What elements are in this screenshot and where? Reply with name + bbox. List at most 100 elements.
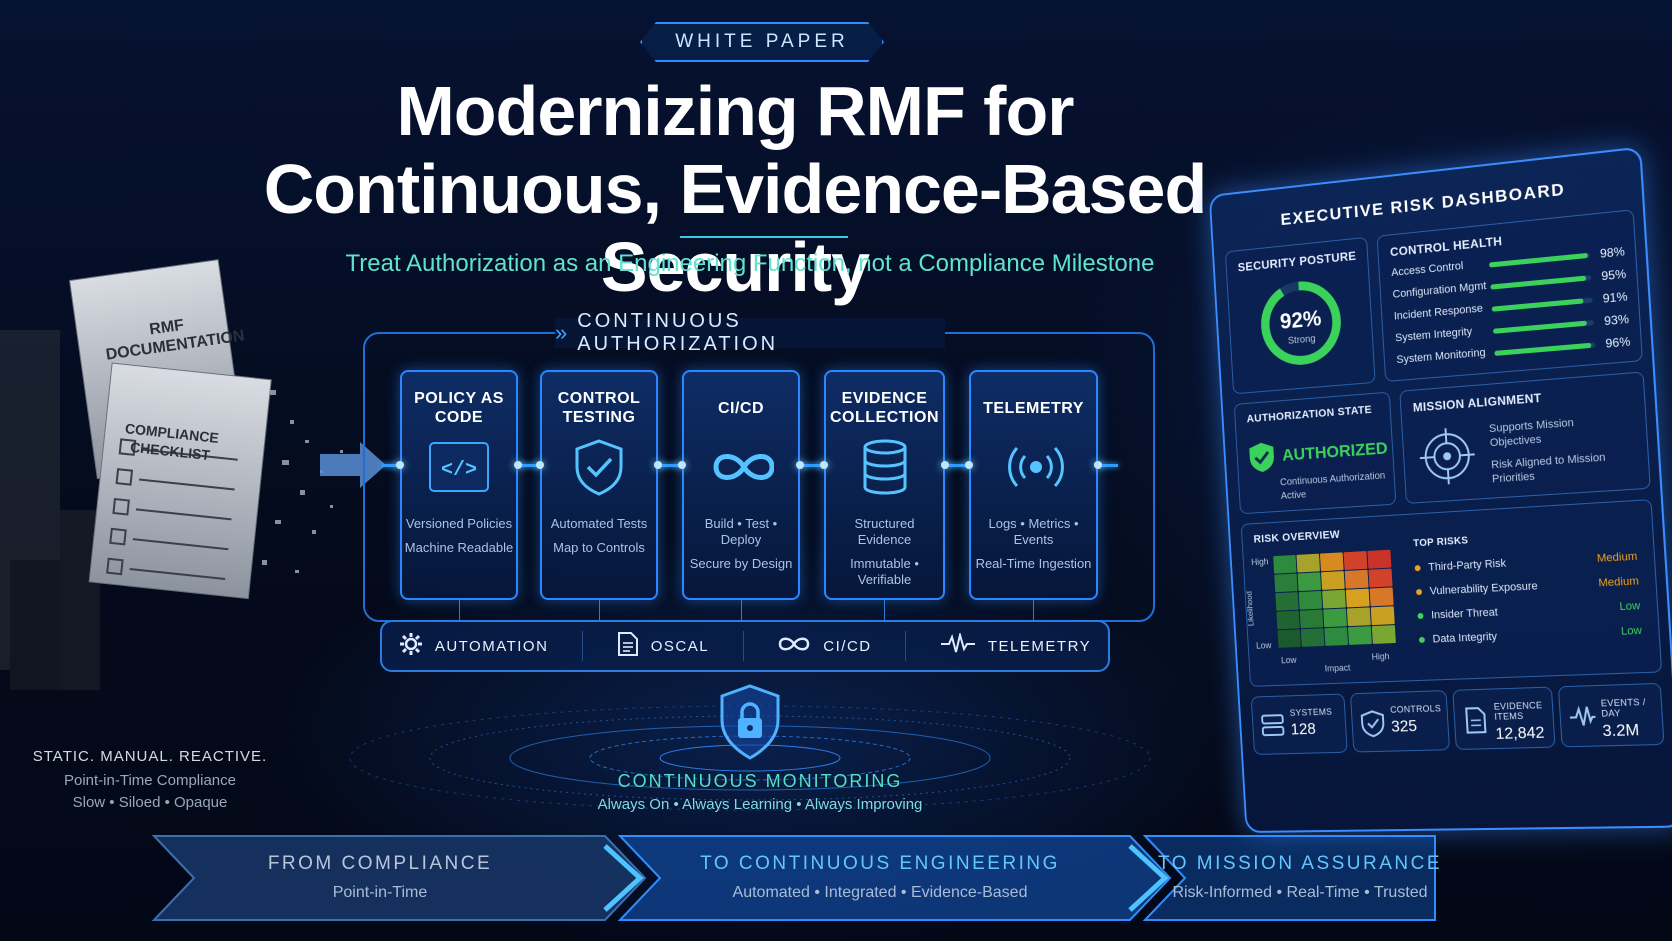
kpi-label: SYSTEMS xyxy=(1289,706,1333,718)
page-subtitle: Treat Authorization as an Engineering Fu… xyxy=(345,250,1155,277)
control-pct: 93% xyxy=(1603,311,1630,329)
stage-ci-cd[interactable]: CI/CD Build • Test • Deploy Secure by De… xyxy=(682,370,800,600)
document-icon xyxy=(1462,706,1491,735)
legacy-caption: STATIC. MANUAL. REACTIVE. Point-in-Time … xyxy=(20,748,280,811)
monitoring-title: CONTINUOUS MONITORING xyxy=(617,771,903,791)
mission-line-1a: Supports Mission xyxy=(1488,416,1575,436)
heatmap-y-axis-label: Likelihood xyxy=(1245,590,1256,627)
security-posture-panel[interactable]: SECURITY POSTURE 92% Strong xyxy=(1224,236,1376,395)
risk-dot xyxy=(1417,612,1424,620)
auth-detail-2: Active xyxy=(1280,489,1307,502)
tool-ci-cd[interactable]: CI/CD xyxy=(777,635,871,657)
connector-dot xyxy=(941,461,949,469)
authorization-state-panel[interactable]: AUTHORIZATION STATE AUTHORIZED Continuou… xyxy=(1233,391,1397,515)
control-pct: 95% xyxy=(1600,266,1627,284)
tool-label: OSCAL xyxy=(650,637,710,655)
connector-dot xyxy=(536,461,544,469)
divider xyxy=(905,631,907,661)
shield-check-icon xyxy=(1248,441,1275,473)
risk-dot xyxy=(1414,565,1421,572)
continuous-authorization-heading: » CONTINUOUS AUTHORIZATION xyxy=(555,310,945,355)
heatmap-cell xyxy=(1324,627,1349,646)
stage-title: EVIDENCE COLLECTION xyxy=(830,390,939,426)
risk-level: Low xyxy=(1620,624,1643,638)
tooling-bar: AUTOMATION OSCAL CI/CD TELEMETRY xyxy=(380,620,1110,672)
double-chevron-icon: » xyxy=(555,320,567,345)
stage-telemetry[interactable]: TELEMETRY Logs • Metrics • Events Real-T… xyxy=(969,370,1098,600)
document-icon xyxy=(617,631,639,661)
panel-title: MISSION ALIGNMENT xyxy=(1412,390,1542,415)
mission-alignment-panel[interactable]: MISSION ALIGNMENT Supports Mission Objec… xyxy=(1399,371,1651,504)
tool-oscal[interactable]: OSCAL xyxy=(617,631,709,661)
auth-detail-1: Continuous Authorization xyxy=(1279,470,1386,489)
stage-line-1: Logs • Metrics • Events xyxy=(988,516,1079,547)
heatmap-cell xyxy=(1277,629,1301,648)
stage-title: POLICY AS CODE xyxy=(414,390,504,426)
heatmap-cell xyxy=(1344,569,1369,589)
control-pct: 96% xyxy=(1605,334,1631,351)
panel-title: RISK OVERVIEW xyxy=(1253,528,1341,546)
heatmap-cell xyxy=(1345,588,1370,608)
tool-automation[interactable]: AUTOMATION xyxy=(399,632,549,660)
legacy-caption-title: STATIC. MANUAL. REACTIVE. xyxy=(32,748,268,765)
pulse-icon xyxy=(1568,702,1598,731)
connector xyxy=(945,464,969,467)
risk-name: Insider Threat xyxy=(1430,606,1499,622)
banner-sub: Point-in-Time xyxy=(332,883,428,901)
drop-line xyxy=(884,600,885,620)
banner-sub: Risk-Informed • Real-Time • Trusted xyxy=(1172,883,1428,901)
risk-dot xyxy=(1418,636,1426,644)
control-bar xyxy=(1491,297,1593,312)
risk-overview-panel[interactable]: RISK OVERVIEW High Likelihood Low Low Im… xyxy=(1240,499,1663,687)
kpi-value: 12,842 xyxy=(1494,724,1546,743)
control-bar-fill xyxy=(1494,342,1592,356)
drop-line xyxy=(1033,600,1034,620)
svg-text:</>: </> xyxy=(441,459,477,482)
stage-line-2: Immutable • Verifiable xyxy=(850,556,919,587)
database-icon xyxy=(852,438,918,496)
continuous-authorization-title: CONTINUOUS AUTHORIZATION xyxy=(577,310,779,355)
tool-label: TELEMETRY xyxy=(987,637,1092,655)
title-line-1: Modernizing RMF for xyxy=(396,72,1074,150)
shield-check-icon xyxy=(566,438,632,496)
stage-control-testing[interactable]: CONTROL TESTING Automated Tests Map to C… xyxy=(540,370,658,600)
white-paper-badge: WHITE PAPER xyxy=(640,22,884,62)
control-bar xyxy=(1490,275,1592,290)
stage-policy-as-code[interactable]: POLICY AS CODE </> Versioned Policies Ma… xyxy=(400,370,518,600)
legacy-caption-tags: Slow • Siloed • Opaque xyxy=(72,794,228,811)
heatmap-cell xyxy=(1274,573,1298,593)
banner-mission-assurance: TO MISSION ASSURANCE Risk-Informed • Rea… xyxy=(1150,838,1450,916)
stage-line-1: Automated Tests xyxy=(550,516,648,531)
banner-continuous-engineering: TO CONTINUOUS ENGINEERING Automated • In… xyxy=(620,838,1140,916)
legacy-caption-sub: Point-in-Time Compliance xyxy=(63,772,236,789)
heatmap-cell xyxy=(1321,571,1345,590)
tool-telemetry[interactable]: TELEMETRY xyxy=(940,631,1092,659)
heatmap-cell xyxy=(1273,554,1297,574)
kpi-value: 3.2M xyxy=(1602,721,1640,741)
connector xyxy=(1098,464,1118,467)
heatmap-cell xyxy=(1368,568,1393,588)
mission-line-2b: Priorities xyxy=(1491,470,1536,486)
paper-stack-illustration xyxy=(0,259,343,690)
control-bar xyxy=(1492,319,1595,334)
risk-name: Vulnerability Exposure xyxy=(1429,580,1539,598)
title-divider xyxy=(680,236,848,238)
control-bar-fill xyxy=(1488,252,1588,268)
banner-chevrons xyxy=(151,835,1436,921)
heatmap-cell xyxy=(1300,628,1325,647)
broadcast-icon xyxy=(1001,438,1067,496)
risk-heatmap xyxy=(1273,549,1396,648)
stage-evidence-collection[interactable]: EVIDENCE COLLECTION Structured Evidence … xyxy=(824,370,945,600)
title-line-2: Continuous, Evidence-Based Security xyxy=(263,150,1207,306)
heatmap-x-high: High xyxy=(1371,651,1390,662)
